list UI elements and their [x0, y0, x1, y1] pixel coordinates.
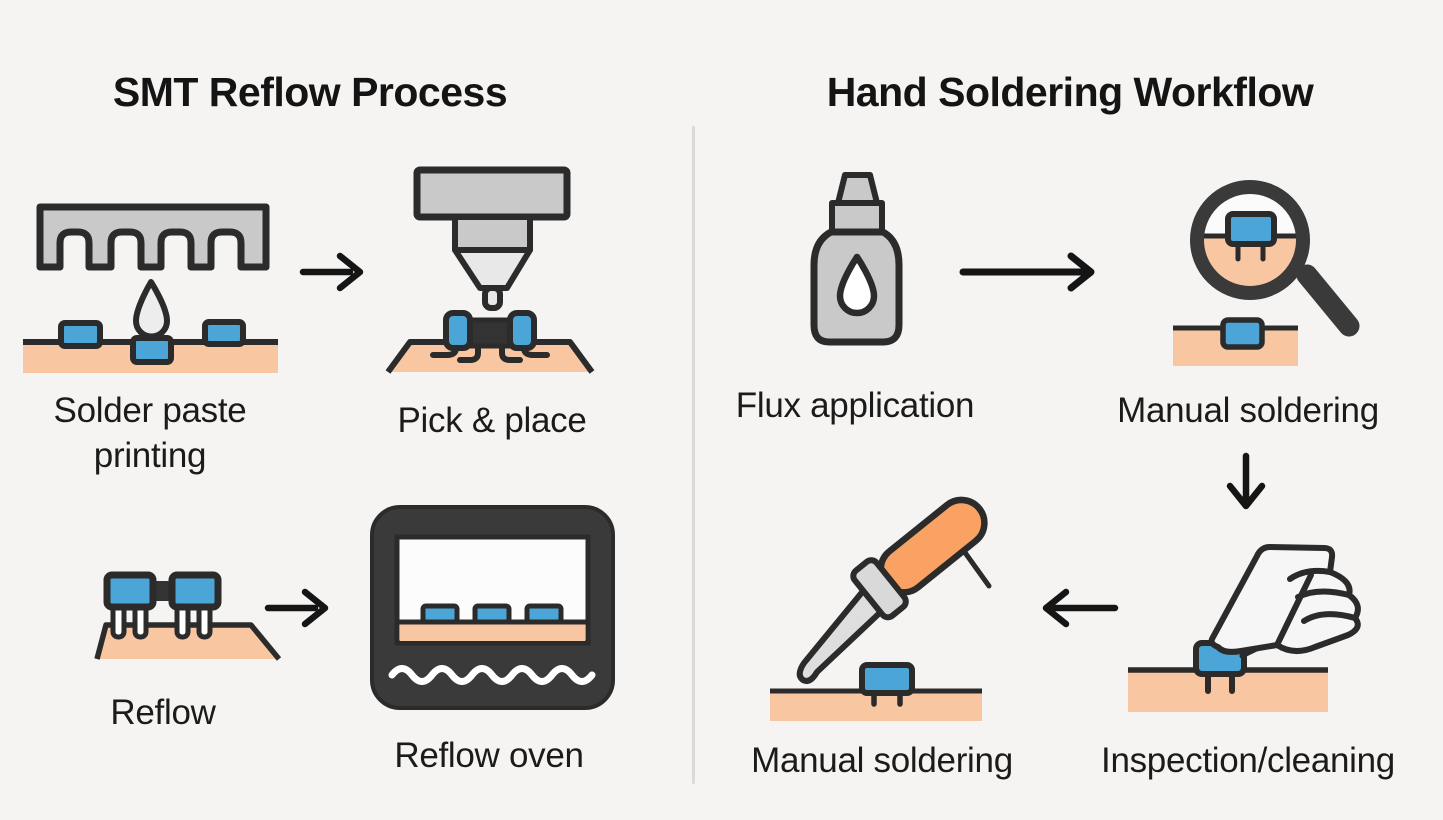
hand-outline: [1208, 544, 1361, 655]
component: [420, 603, 460, 625]
machine-funnel: [452, 247, 533, 291]
component: [130, 335, 174, 365]
panel-divider: [692, 126, 695, 784]
step-label-reflow-oven: Reflow oven: [394, 736, 584, 775]
step-label-manual-soldering-inspect: Manual soldering: [1117, 391, 1379, 430]
arrow-down-icon: [1222, 452, 1270, 514]
left-panel-title: SMT Reflow Process: [112, 69, 508, 115]
magnifier-ring: [1190, 180, 1310, 300]
hand-tweezers-icon: [1120, 535, 1380, 720]
component: [168, 571, 222, 611]
component: [859, 662, 915, 696]
component-cap: [507, 310, 537, 351]
step-label-flux-application: Flux application: [735, 386, 975, 425]
component: [202, 319, 246, 347]
soldering-iron-icon: [770, 495, 1000, 723]
stencil-plate: [36, 203, 270, 271]
component: [58, 320, 103, 349]
bottle-tip: [835, 172, 880, 206]
iron-shaft: [796, 582, 889, 684]
component: [524, 603, 564, 625]
magnifier-handle: [1296, 264, 1360, 337]
reflow-oven-icon: [370, 505, 615, 710]
solder-paste-stencil-icon: [20, 195, 280, 377]
step-label-manual-soldering-iron: Manual soldering: [751, 741, 1013, 780]
component: [1225, 211, 1277, 247]
component: [472, 603, 512, 625]
arrow-right-icon: [958, 248, 1103, 296]
right-panel-title: Hand Soldering Workflow: [826, 69, 1314, 115]
machine-neck: [452, 214, 533, 253]
pcb-strip: [400, 622, 585, 641]
pick-and-place-machine-icon: [380, 162, 600, 376]
heat-wave: [388, 665, 596, 685]
step-label-reflow: Reflow: [110, 693, 216, 732]
component-cap: [443, 310, 473, 351]
magnifier-component-icon: [1155, 170, 1365, 370]
pcb-board: [388, 342, 592, 372]
arrow-right-icon: [298, 248, 368, 296]
iron-collar: [850, 557, 909, 621]
reflow-components-icon: [85, 555, 285, 667]
flux-drop: [836, 253, 878, 317]
component-legs: [430, 337, 550, 363]
machine-head: [413, 166, 571, 221]
step-label-solder-paste-printing: Solder paste printing: [53, 391, 247, 475]
component-body: [463, 317, 517, 349]
flux-bottle-icon: [805, 165, 905, 350]
hand-finger-lines: [1274, 567, 1358, 648]
step-label-pick-and-place: Pick & place: [397, 401, 587, 440]
iron-cord: [958, 544, 992, 589]
component-legs: [1205, 672, 1235, 694]
arrow-right-icon: [263, 584, 333, 632]
arrow-left-icon: [1040, 584, 1120, 632]
step-label-inspection-cleaning: Inspection/cleaning: [1101, 741, 1395, 780]
component: [1220, 317, 1265, 350]
bottle-cap: [829, 200, 885, 235]
paste-drop: [133, 279, 170, 340]
component-legs: [1235, 243, 1266, 262]
component: [103, 571, 157, 611]
machine-nozzle: [482, 285, 503, 311]
